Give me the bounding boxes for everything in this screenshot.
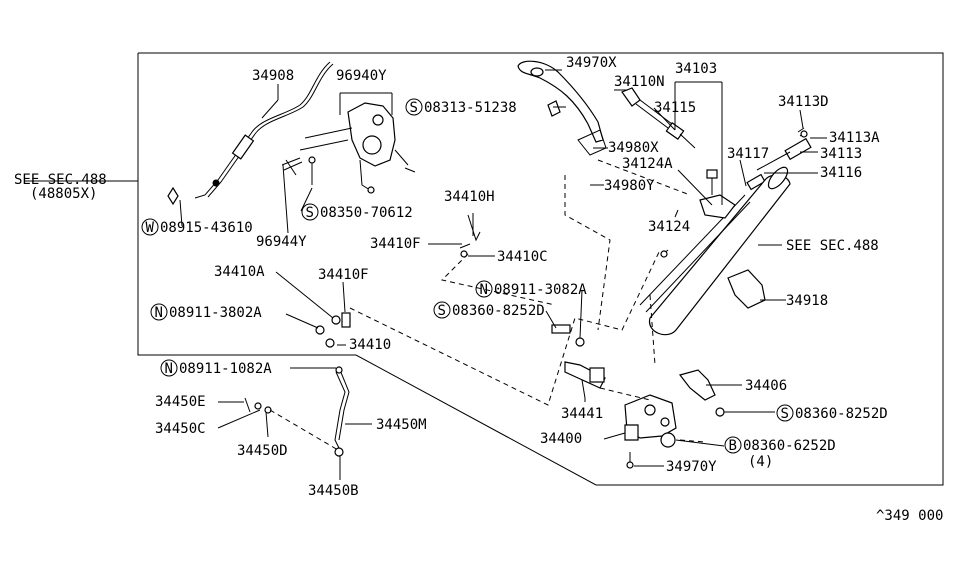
lever-34450M-drawing — [244, 366, 350, 457]
shift-parts-upper-drawing — [621, 87, 696, 149]
label-34441: 34441 — [561, 406, 603, 422]
label-see-sec-488-left: SEE SEC.488 — [14, 172, 107, 188]
label-34406: 34406 — [745, 378, 787, 394]
label-96944Y: 96944Y — [256, 234, 307, 250]
label-34410: 34410 — [349, 337, 391, 353]
label-34124A: 34124A — [622, 156, 673, 172]
lever-34970X-drawing — [517, 60, 607, 156]
footer-diagram-code: ^349 000 — [876, 508, 943, 524]
prefix-n-icon: N — [165, 361, 173, 377]
bracket-34400-drawing — [624, 394, 677, 469]
bracket-34410H-drawing — [459, 214, 481, 258]
bracket-96940Y-drawing — [299, 102, 416, 194]
label-08360-8252D-right: 08360-8252D — [795, 406, 888, 422]
label-34450M: 34450M — [376, 417, 427, 433]
label-08360-8252D-mid: 08360-8252D — [452, 303, 545, 319]
bracket-34406-drawing — [678, 369, 725, 417]
dashed-linkages — [269, 159, 706, 451]
label-34410H: 34410H — [444, 189, 495, 205]
label-see-sec-488-right: SEE SEC.488 — [786, 238, 879, 254]
label-34450C: 34450C — [155, 421, 206, 437]
label-08911-1082A: 08911-1082A — [179, 361, 272, 377]
part-labels: 34908 96940Y 08313-51238 34970X 34103 34… — [14, 55, 943, 524]
prefix-b-icon: B — [729, 438, 737, 454]
prefix-n-icon: N — [155, 305, 163, 321]
bracket-34441-drawing — [551, 324, 606, 399]
label-34450B: 34450B — [308, 483, 359, 499]
circled-prefixes: S W S N S N N S B — [141, 98, 794, 454]
linkage-34410-drawing — [315, 312, 351, 348]
leader-lines — [25, 69, 827, 480]
label-34400: 34400 — [540, 431, 582, 447]
label-34113: 34113 — [820, 146, 862, 162]
label-34115: 34115 — [654, 100, 696, 116]
label-96940Y: 96940Y — [336, 68, 387, 84]
label-34410A: 34410A — [214, 264, 265, 280]
label-qty-4: (4) — [748, 454, 773, 470]
label-08350-70612: 08350-70612 — [320, 205, 413, 221]
label-34908: 34908 — [252, 68, 294, 84]
prefix-s-icon: S — [781, 406, 789, 422]
label-34410C: 34410C — [497, 249, 548, 265]
frame-outline — [137, 52, 944, 486]
label-34980Y: 34980Y — [604, 178, 655, 194]
label-08911-3802A: 08911-3802A — [169, 305, 262, 321]
label-08915-43610: 08915-43610 — [160, 220, 253, 236]
label-34113A: 34113A — [829, 130, 880, 146]
label-08313-51238: 08313-51238 — [424, 100, 517, 116]
label-34116: 34116 — [820, 165, 862, 181]
label-34980X: 34980X — [608, 140, 659, 156]
label-34110N: 34110N — [614, 74, 665, 90]
small-parts-34113-drawing — [746, 127, 812, 191]
bracket-34918-drawing — [727, 269, 766, 309]
label-34970Y: 34970Y — [666, 459, 717, 475]
label-34103: 34103 — [675, 61, 717, 77]
label-34918: 34918 — [786, 293, 828, 309]
prefix-w-icon: W — [146, 220, 155, 236]
prefix-s-icon: S — [410, 100, 418, 116]
label-48805X: (48805X) — [30, 186, 97, 202]
label-34113D: 34113D — [778, 94, 829, 110]
prefix-n-icon: N — [480, 282, 488, 298]
label-34970X: 34970X — [566, 55, 617, 71]
column-tube-drawing — [639, 166, 791, 336]
label-34450D: 34450D — [237, 443, 288, 459]
cable-34908-drawing — [167, 61, 334, 206]
label-34117: 34117 — [727, 146, 769, 162]
label-34124: 34124 — [648, 219, 690, 235]
prefix-s-icon: S — [438, 303, 446, 319]
label-08911-3082A: 08911-3082A — [494, 282, 587, 298]
prefix-s-icon: S — [306, 205, 314, 221]
clip-96944Y-drawing — [281, 156, 316, 185]
label-08360-6252D: 08360-6252D — [743, 438, 836, 454]
label-34410F-mid: 34410F — [318, 267, 369, 283]
label-34450E: 34450E — [155, 394, 206, 410]
label-34410F-top: 34410F — [370, 236, 421, 252]
